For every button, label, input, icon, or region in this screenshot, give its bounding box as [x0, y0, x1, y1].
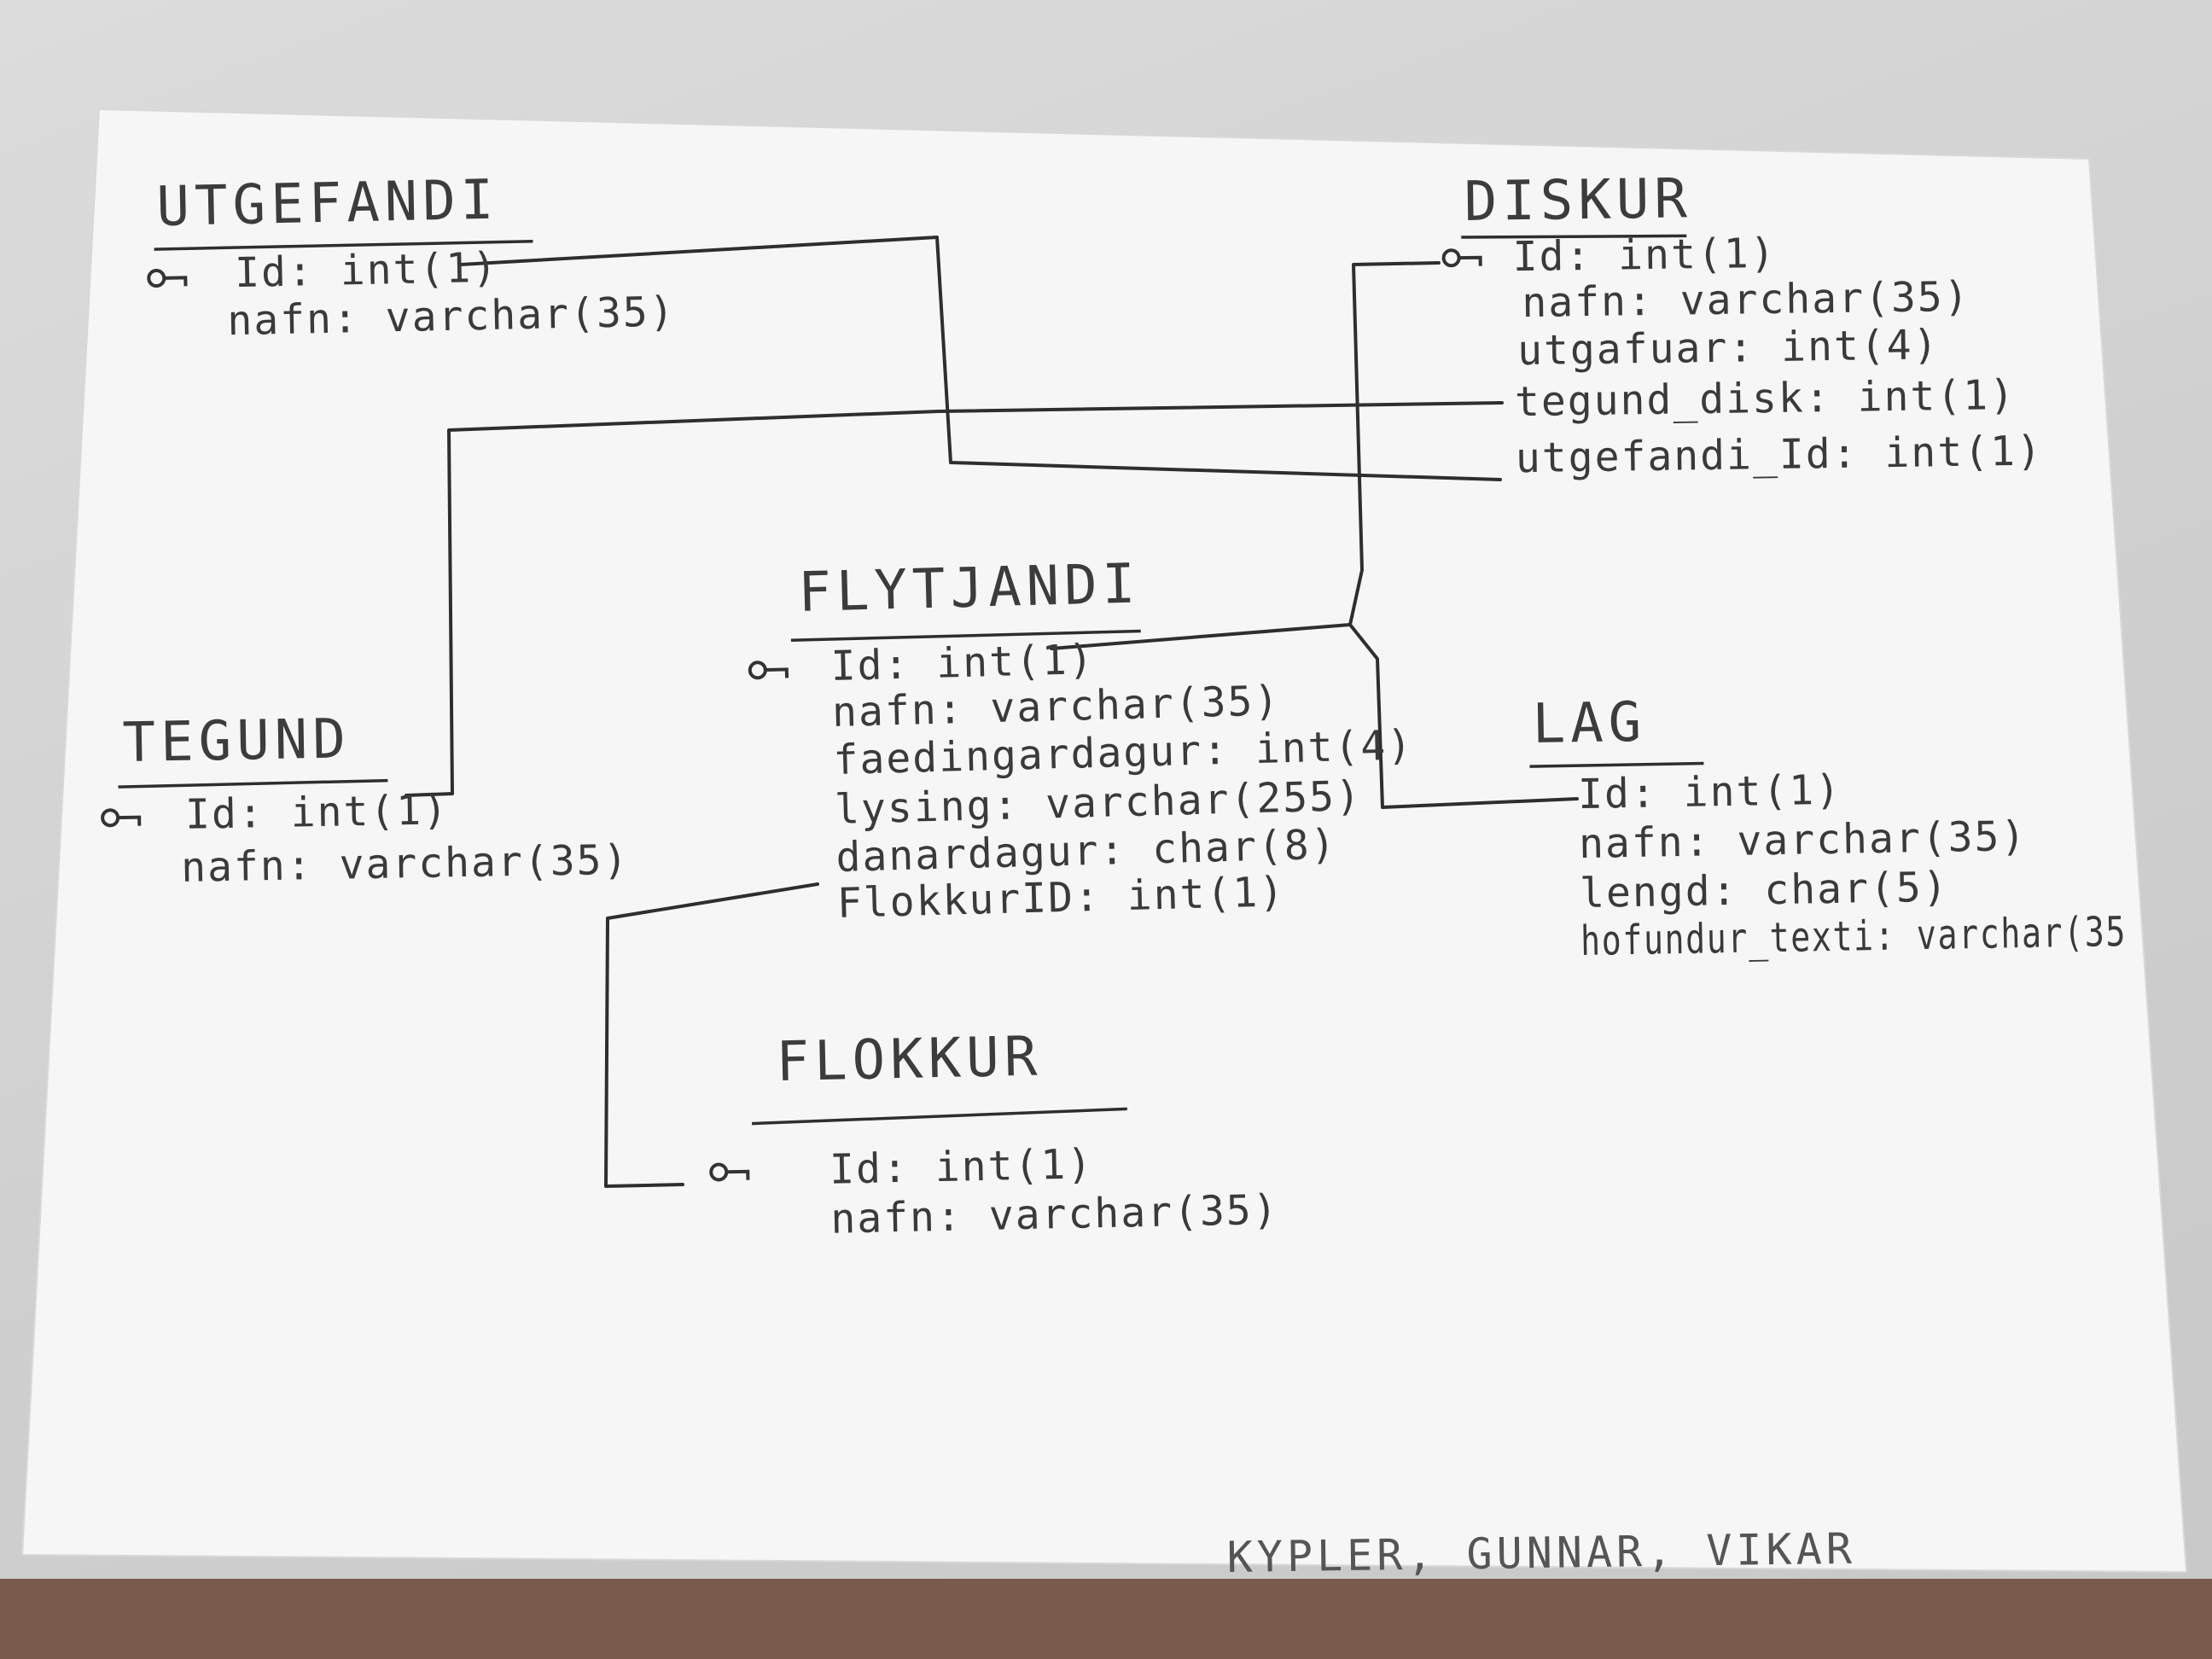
table-title: FLYTJANDI — [797, 553, 1141, 625]
field-row: Id: int(1) — [830, 636, 1095, 690]
table-flokkur: FLOKKUR Id: int(1) nafn: varchar(35) — [709, 1025, 1279, 1243]
primary-key-icon — [748, 661, 789, 680]
author-names: KYPLER, GUNNAR, VIKAR — [1226, 1524, 1856, 1582]
table-flytjandi: FLYTJANDI Id: int(1) nafn: varchar(35) f… — [748, 553, 1414, 928]
primary-key-icon — [709, 1162, 750, 1182]
field-row: hofundur_texti: varchar(35 — [1580, 908, 2128, 965]
primary-key-icon — [1441, 248, 1482, 268]
field-row: Id: int(1) — [185, 786, 450, 838]
field-row: Id: int(1) — [235, 244, 499, 297]
field-row: utgefandi_Id: int(1) — [1516, 428, 2044, 483]
title-underline — [790, 629, 1141, 642]
title-underline — [1461, 234, 1687, 239]
field-row: nafn: varchar(35) — [831, 677, 1281, 736]
table-tegund: TEGUND Id: int(1) nafn: varchar(35) — [101, 707, 630, 892]
table-lag: LAG Id: int(1) nafn: varchar(35) lengd: … — [1529, 691, 2128, 965]
relationship-lines — [405, 236, 1579, 1188]
table-title: FLOKKUR — [776, 1025, 1043, 1094]
field-row: nafn: varchar(35) — [830, 1186, 1279, 1243]
table-title: TEGUND — [122, 707, 351, 775]
relationship-line-diskur-flytjandi — [1050, 261, 1441, 650]
table-title: LAG — [1532, 691, 1647, 756]
table-diskur: DISKUR Id: int(1) nafn: varchar(35) utga… — [1441, 167, 2044, 483]
field-row: Id: int(1) — [830, 1140, 1094, 1193]
title-underline — [1529, 761, 1704, 768]
relationship-line-flytjandi-flokkur — [604, 882, 819, 1188]
primary-key-icon — [147, 269, 188, 288]
field-row: Id: int(1) — [1512, 230, 1777, 281]
field-row: nafn: varchar(35) — [1522, 273, 1970, 327]
title-underline — [751, 1107, 1127, 1126]
floor-background — [0, 1579, 2212, 1659]
table-title: UTGEFANDI — [156, 169, 499, 239]
table-utgefandi: UTGEFANDI Id: int(1) nafn: varchar(35) — [147, 169, 676, 345]
primary-key-icon — [101, 808, 142, 828]
relationship-line-diskur-lag — [1348, 623, 1579, 809]
field-row: nafn: varchar(35) — [1579, 812, 2028, 868]
table-title: DISKUR — [1464, 167, 1692, 234]
relationship-line-tegund-diskur — [405, 401, 1504, 797]
field-row: Id: int(1) — [1578, 766, 1842, 818]
field-row: utgafuar: int(4) — [1517, 321, 1940, 375]
field-row: nafn: varchar(35) — [227, 288, 676, 345]
relationship-line-utgefandi-diskur — [459, 236, 1502, 481]
field-row: lengd: char(5) — [1580, 864, 1949, 918]
field-row: tegund_disk: int(1) — [1515, 371, 2017, 426]
title-underline — [118, 778, 388, 789]
field-row: FlokkurID: int(1) — [836, 868, 1286, 928]
field-row: nafn: varchar(35) — [181, 836, 630, 892]
title-underline — [154, 240, 533, 251]
